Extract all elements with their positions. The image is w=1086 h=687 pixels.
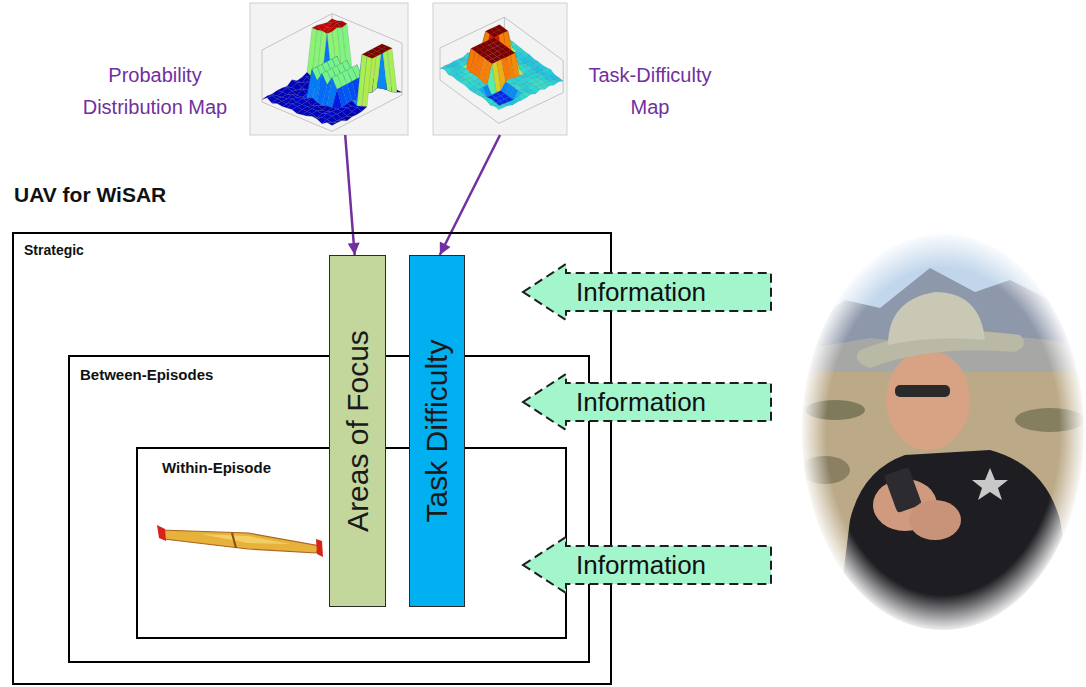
photo-vignette <box>801 233 1085 631</box>
plot-panel <box>250 3 408 135</box>
plot-axis <box>262 102 332 131</box>
probability-surface <box>250 3 408 135</box>
wing-highlight <box>200 534 290 544</box>
map-label-box: Task-Difficulty Map <box>570 59 730 123</box>
map-label-box: Probability Distribution Map <box>70 59 240 123</box>
surface-cell <box>307 114 317 118</box>
frame-heading-box: Between-Episodes <box>80 366 213 383</box>
flow-arrow <box>440 135 500 255</box>
plot-axis <box>262 50 263 102</box>
uav-illustration <box>157 525 323 557</box>
map-label: Task-Difficulty Map <box>589 64 712 118</box>
frame-heading-box: Within-Episode <box>162 459 271 476</box>
frame-heading-box: Strategic <box>24 242 84 258</box>
information-arrow: Information <box>522 263 772 321</box>
arrow-outline <box>523 264 771 320</box>
diagram-title: UAV for WiSAR <box>14 183 166 207</box>
difficulty-bar: Task Difficulty <box>409 255 465 607</box>
frame-heading: Within-Episode <box>162 459 271 476</box>
arrow-label: Information <box>576 550 706 580</box>
strategic-frame: Within-Episode Between-Episodes Areas of F… <box>12 232 612 685</box>
surface-cell <box>362 57 372 107</box>
bar-label: Task Difficulty <box>420 340 454 523</box>
surface-cell <box>387 46 397 92</box>
arrow-outline <box>523 537 771 593</box>
winglet <box>157 525 166 541</box>
winglet <box>316 539 323 557</box>
difficulty-surface <box>433 3 567 135</box>
arrow-label: Information <box>576 277 706 307</box>
surface-cell <box>495 106 504 110</box>
surface-cell <box>347 112 357 117</box>
frame-heading: Between-Episodes <box>80 366 213 383</box>
plot-axis <box>402 43 403 95</box>
surface-cell <box>332 23 342 28</box>
plot-axis <box>440 48 441 80</box>
wing <box>160 530 320 553</box>
arrow-label: Information <box>576 387 706 417</box>
searcher-photo <box>800 232 1086 640</box>
focus-bar: Areas of Focus <box>329 255 386 607</box>
plot-axis <box>563 61 564 93</box>
plot-axis <box>499 93 563 124</box>
surface-cell <box>327 122 337 125</box>
map-label: Probability Distribution Map <box>83 64 228 118</box>
plot-axis <box>440 17 504 48</box>
information-arrow: Information <box>522 536 772 594</box>
flow-arrow <box>345 135 354 255</box>
surface-cell <box>337 118 347 120</box>
bar-label: Areas of Focus <box>341 330 375 532</box>
difficulty-map: Task-Difficulty Map <box>432 3 568 135</box>
arrow-outline <box>523 374 771 430</box>
plot-panel <box>433 3 567 135</box>
surface-cell <box>478 93 487 97</box>
information-arrow: Information <box>522 373 772 431</box>
surface-cell <box>332 89 342 109</box>
frame-heading: Strategic <box>24 242 84 258</box>
sky <box>800 232 1086 632</box>
fuselage <box>232 533 236 548</box>
surface-cell <box>332 120 342 122</box>
surface-cell <box>490 102 499 106</box>
probability-map: Probability Distribution Map <box>248 3 410 135</box>
